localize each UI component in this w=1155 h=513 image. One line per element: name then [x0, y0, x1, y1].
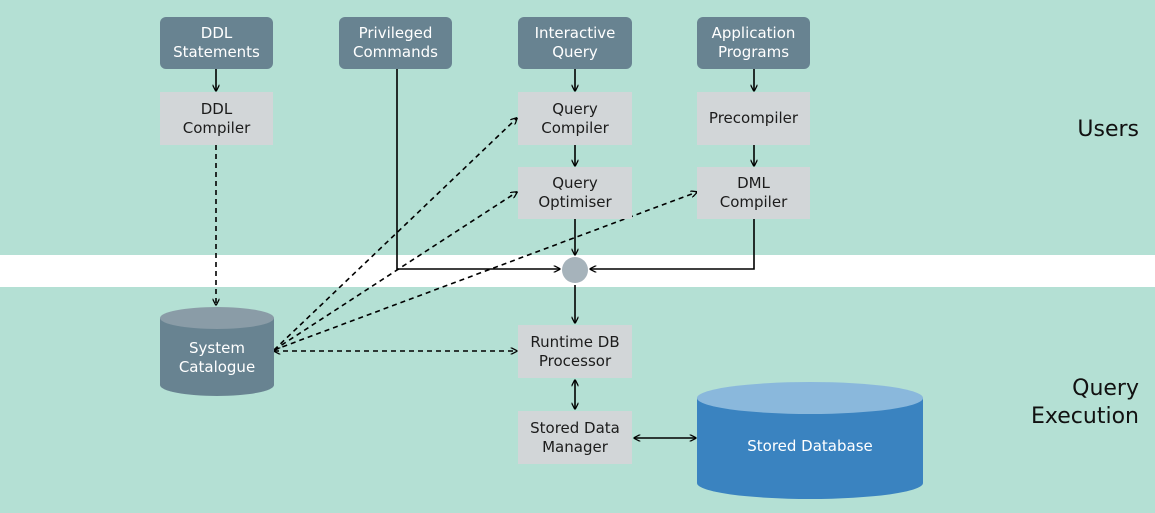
- dml-compiler-box: DML Compiler: [697, 167, 810, 219]
- query-execution-zone-label: Query Execution: [1031, 376, 1139, 429]
- stored-data-manager-box: Stored Data Manager: [518, 411, 632, 464]
- ddl-statements-box: DDL Statements: [160, 17, 273, 69]
- users-zone-label: Users: [1077, 117, 1139, 142]
- system-catalogue-label: System Catalogue: [178, 339, 256, 376]
- dashed-arrow-catalogue-to-query-compiler: [273, 118, 517, 351]
- precompiler-box: Precompiler: [697, 92, 810, 145]
- stored-database-label: Stored Database: [747, 436, 873, 455]
- arrow-privileged-commands-to-junction: [396, 69, 560, 269]
- query-optimiser-box: Query Optimiser: [518, 167, 632, 219]
- junction-node: [562, 257, 588, 283]
- interactive-query-box: Interactive Query: [518, 17, 632, 69]
- dashed-arrow-catalogue-to-dml-compiler: [273, 192, 697, 351]
- application-programs-box: Application Programs: [697, 17, 810, 69]
- dashed-arrow-catalogue-to-query-optimiser: [273, 192, 517, 351]
- stored-database-cylinder: [697, 382, 923, 499]
- privileged-commands-box: Privileged Commands: [339, 17, 452, 69]
- arrow-dml-compiler-to-junction: [590, 219, 755, 269]
- system-catalogue-cylinder: [160, 307, 274, 396]
- ddl-compiler-box: DDL Compiler: [160, 92, 273, 145]
- runtime-db-processor-box: Runtime DB Processor: [518, 325, 632, 378]
- query-compiler-box: Query Compiler: [518, 92, 632, 145]
